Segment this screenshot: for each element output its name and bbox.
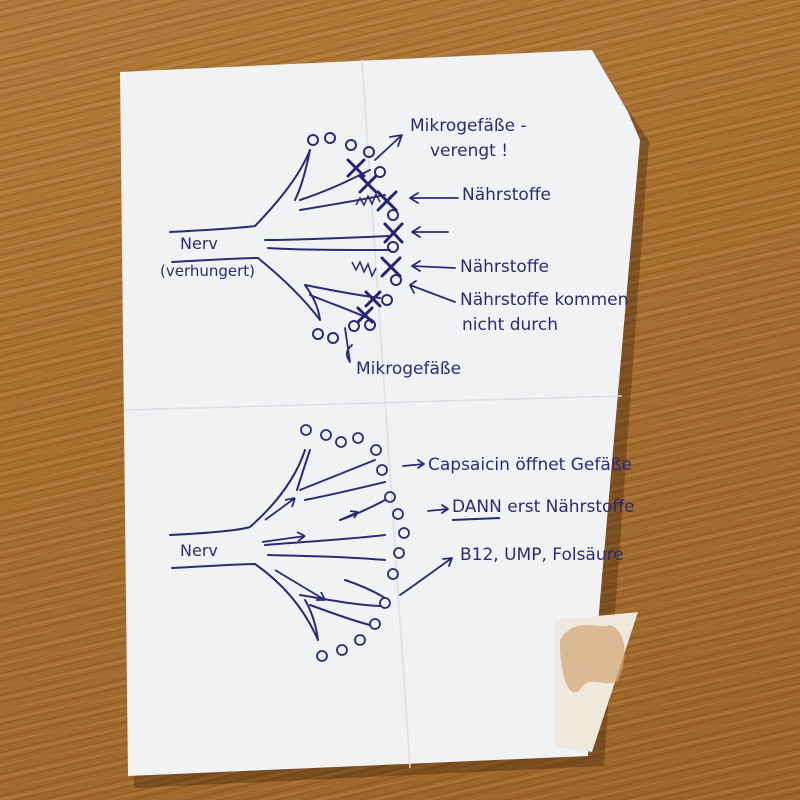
bottom-arrows — [399, 459, 453, 596]
annotation-vitamins: B12, UMP, Folsäure — [460, 545, 624, 565]
annotation-nutrients-1: Nährstoffe — [462, 185, 551, 205]
fold-line-vertical — [361, 59, 411, 769]
top-arrows — [344, 134, 459, 363]
annotation-blocked-2: nicht durch — [462, 315, 558, 335]
annotation-blocked-1: Nährstoffe kommen — [460, 290, 628, 310]
annotation-then-prefix: DANN — [452, 497, 502, 517]
top-nerve-sublabel: (verhungert) — [160, 262, 255, 280]
annotation-narrowed-1: Mikrogefäße - — [410, 116, 527, 136]
bottom-nerve-label: Nerv — [180, 541, 218, 560]
flow-arrows — [261, 497, 359, 601]
blocked-markers — [346, 158, 404, 324]
top-nerve-diagram — [169, 132, 402, 344]
annotation-capsaicin: Capsaicin öffnet Gefäße — [428, 455, 632, 475]
bottom-nerve-diagram — [169, 449, 386, 641]
coffee-stain — [560, 625, 625, 693]
annotation-narrowed-2: verengt ! — [430, 141, 508, 161]
constriction-zigzags — [351, 192, 381, 278]
paper-sheet — [120, 50, 640, 776]
then-underline — [451, 517, 501, 521]
annotation-then: DANN erst Nährstoffe — [452, 497, 635, 517]
annotation-nutrients-2: Nährstoffe — [460, 257, 549, 277]
bottom-vessel-ends — [300, 424, 410, 662]
fold-line-horizontal — [123, 395, 623, 411]
annotation-microvessels: Mikrogefäße — [356, 359, 461, 379]
annotation-then-rest: erst Nährstoffe — [502, 497, 635, 517]
top-nerve-label: Nerv — [180, 234, 218, 253]
